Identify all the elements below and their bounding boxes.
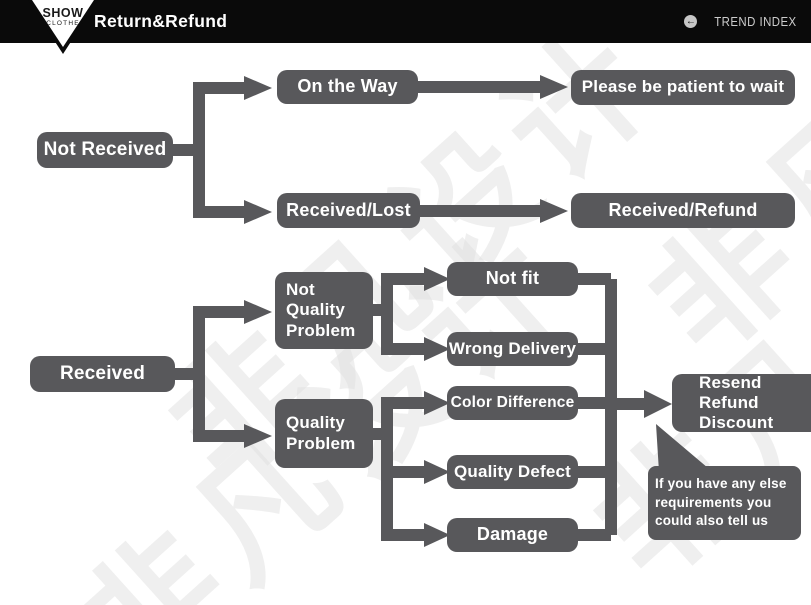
node-please-wait: Please be patient to wait (571, 70, 795, 105)
trend-index: ← TREND INDEX (684, 0, 797, 43)
node-on-the-way: On the Way (277, 70, 418, 104)
header-bar (0, 0, 811, 43)
node-resend-refund-discount: Resend Refund Discount (672, 373, 811, 432)
logo-text-clothe: CLOTHE (46, 20, 80, 27)
node-quality-defect: Quality Defect (447, 455, 578, 489)
node-not-received: Not Received (37, 132, 173, 168)
node-not-quality-problem: Not Quality Problem (275, 272, 373, 349)
node-received-refund: Received/Refund (571, 193, 795, 228)
note-bubble: If you have any else requirements you co… (648, 466, 801, 540)
trend-index-label: TREND INDEX (714, 14, 797, 29)
node-damage: Damage (447, 518, 578, 552)
logo-text-show: SHOW (42, 6, 84, 20)
node-received: Received (30, 356, 175, 392)
node-color-difference: Color Difference (447, 386, 578, 420)
node-wrong-delivery: Wrong Delivery (447, 332, 578, 366)
circle-arrow-icon: ← (684, 15, 698, 28)
node-received-lost: Received/Lost (277, 193, 420, 228)
node-quality-problem: Quality Problem (275, 399, 373, 468)
page-title: Return&Refund (94, 11, 228, 31)
node-not-fit: Not fit (447, 262, 578, 296)
